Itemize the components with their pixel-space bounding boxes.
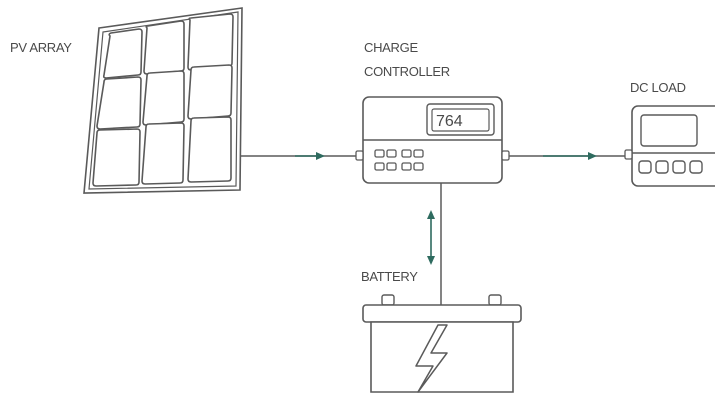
controller-terminal-right xyxy=(501,150,510,161)
pv-cell xyxy=(143,20,185,75)
dc-load-terminal xyxy=(624,149,633,160)
dc-load xyxy=(624,105,715,187)
pv-cell xyxy=(142,70,185,126)
controller-display-value: 764 xyxy=(436,113,463,130)
charge-controller: 764 xyxy=(355,96,510,184)
arrow-controller-to-load xyxy=(543,152,597,160)
dc-load-buttons xyxy=(638,160,703,174)
charge-controller-label-line2: CONTROLLER xyxy=(364,64,450,79)
controller-button xyxy=(413,149,424,158)
controller-terminal-left xyxy=(355,150,364,161)
controller-button xyxy=(401,162,412,171)
arrow-controller-battery-bidirectional xyxy=(427,210,435,265)
dc-load-button xyxy=(689,160,703,174)
controller-button xyxy=(374,149,385,158)
battery xyxy=(362,294,522,393)
pv-cell xyxy=(187,13,234,71)
pv-cell xyxy=(92,128,141,187)
controller-button xyxy=(374,162,385,171)
dc-load-label: DC LOAD xyxy=(630,80,686,95)
dc-load-button xyxy=(672,160,686,174)
battery-label: BATTERY xyxy=(361,269,418,284)
pv-cell xyxy=(187,64,233,120)
pv-cell xyxy=(141,122,185,185)
lightning-bolt-icon xyxy=(415,324,448,393)
flow-arrows xyxy=(295,152,597,265)
pv-array-label: PV ARRAY xyxy=(10,40,72,55)
controller-button xyxy=(413,162,424,171)
pv-cell xyxy=(102,28,143,79)
battery-lid xyxy=(362,304,522,323)
pv-cells xyxy=(92,13,234,187)
pv-array xyxy=(83,7,243,194)
controller-display-inner xyxy=(431,108,490,132)
controller-button xyxy=(386,149,397,158)
controller-button xyxy=(386,162,397,171)
pv-cell xyxy=(96,76,142,130)
battery-terminal-left xyxy=(381,294,395,306)
pv-cell xyxy=(187,116,232,183)
controller-buttons xyxy=(374,149,424,171)
dc-load-button xyxy=(638,160,652,174)
battery-terminal-right xyxy=(488,294,502,306)
controller-button xyxy=(401,149,412,158)
arrow-pv-to-controller xyxy=(295,152,325,160)
dc-load-screen xyxy=(640,114,698,147)
charge-controller-label-line1: CHARGE xyxy=(364,40,418,55)
dc-load-button xyxy=(655,160,669,174)
